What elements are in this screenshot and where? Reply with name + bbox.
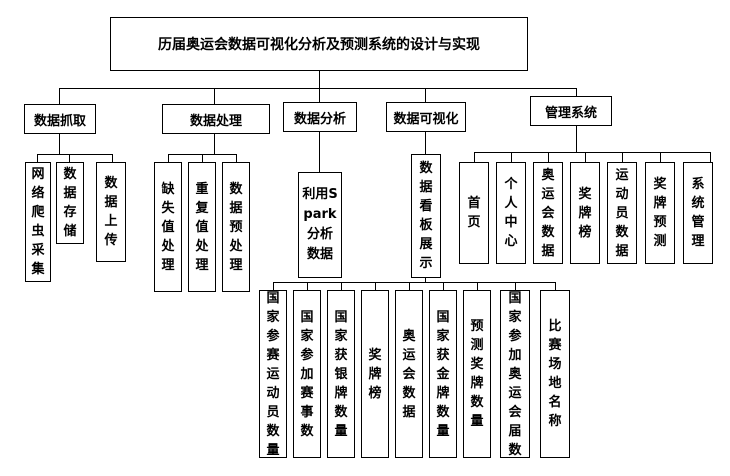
node-athlete-data: 运动员数据 [607,162,637,264]
connector [37,154,113,156]
connector [59,88,61,104]
connector [214,134,216,154]
root-node: 历届奥运会数据可视化分析及预测系统的设计与实现 [110,17,528,71]
node-medal-table: 奖牌榜 [361,290,389,458]
node-data-preprocessing: 数据预处理 [222,162,250,292]
module-data-crawling: 数据抓取 [24,104,96,134]
node-olympics-data: 奥运会数据 [395,290,423,458]
connector [69,154,71,162]
node-spark-analysis: 利用Spark分析数据 [298,172,342,278]
node-system-management: 系统管理 [683,162,713,264]
connector [236,154,238,162]
connector [548,152,550,162]
connector [576,88,578,96]
module-data-analysis: 数据分析 [283,102,357,132]
connector [474,152,476,162]
node-home: 首页 [459,162,489,264]
connector [168,154,170,162]
node-country-silver-count: 国家获银牌数量 [327,290,355,458]
node-personal-center: 个人中心 [496,162,526,264]
node-country-event-count: 国家参加赛事数 [293,290,321,458]
connector [214,88,216,104]
connector [511,152,513,162]
connector [112,154,114,162]
connector [273,282,556,284]
connector [660,152,662,162]
connector [273,282,275,290]
connector [319,132,321,172]
connector [474,152,711,154]
connector [319,88,321,102]
node-predicted-medal-count: 预测奖牌数量 [463,290,491,458]
connector [425,132,427,154]
node-country-gold-count: 国家获金牌数量 [429,290,457,458]
connector [710,152,712,162]
connector [59,134,61,154]
node-country-olympics-count: 国家参加奥运会届数 [500,290,530,458]
node-medal-table-mgmt: 奖牌榜 [570,162,600,264]
connector [622,152,624,162]
node-medal-prediction: 奖牌预测 [645,162,675,264]
connector [409,282,411,290]
node-data-upload: 数据上传 [96,162,126,262]
module-data-visualization: 数据可视化 [386,102,466,132]
connector [477,282,479,290]
connector [202,154,204,162]
connector [59,88,576,90]
connector [375,282,377,290]
node-data-storage: 数据存储 [56,162,84,244]
connector [555,282,557,290]
connector [37,154,39,162]
connector [576,126,578,152]
node-olympics-data-mgmt: 奥运会数据 [533,162,563,264]
node-duplicate-value-processing: 重复值处理 [188,162,216,292]
module-data-processing: 数据处理 [162,104,270,134]
module-management-system: 管理系统 [530,96,612,126]
connector [425,88,427,102]
node-dashboard-display: 数据看板展示 [411,154,441,278]
node-missing-value-processing: 缺失值处理 [154,162,182,292]
node-country-athlete-count: 国家参赛运动员数量 [259,290,287,458]
connector [515,282,517,290]
connector [341,282,343,290]
node-web-crawler: 网络爬虫采集 [25,162,51,282]
node-venue-name: 比赛场地名称 [540,290,570,458]
connector [443,282,445,290]
connector [319,71,321,88]
connector [425,278,427,282]
connector [585,152,587,162]
connector [307,282,309,290]
